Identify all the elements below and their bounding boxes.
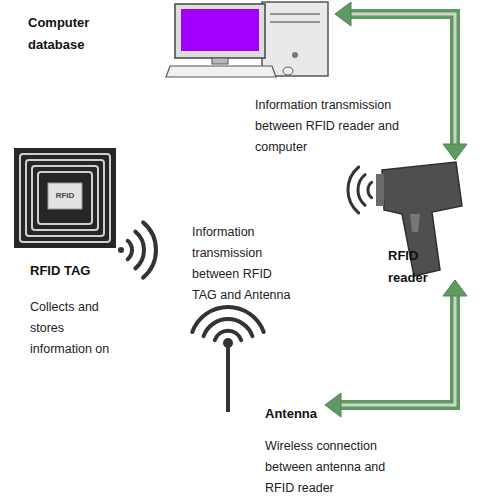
computer-illustration (166, 2, 328, 77)
wave-arc (143, 222, 156, 277)
diagram-node: AntennaWireless connection between anten… (180, 315, 325, 425)
edge-label: Information transmission between RFID re… (255, 95, 433, 158)
tag-signal-waves (118, 222, 156, 277)
tag-coil (20, 154, 110, 242)
diagram-node: RFID reader (340, 160, 470, 280)
wave-arc (358, 175, 365, 206)
antenna-tip (223, 338, 233, 348)
mouse (283, 67, 293, 75)
wave-arc (135, 232, 144, 269)
node-description: Wireless connection between antenna and … (265, 436, 415, 499)
tag-coil (32, 166, 98, 230)
wave-arc (348, 167, 359, 213)
monitor (175, 4, 265, 58)
tag-coil (38, 172, 92, 224)
wave-source (118, 247, 124, 253)
arrow-shaft (339, 294, 455, 405)
wave-arc (128, 241, 132, 259)
reader-trigger (410, 214, 420, 232)
antenna-pole (226, 345, 230, 412)
antenna-illustration (192, 307, 263, 412)
node-title: Antenna (265, 403, 335, 425)
wave-arc (192, 307, 263, 332)
rfid-tag-illustration (14, 148, 116, 248)
wave-arc (204, 319, 253, 336)
flow-arrow (335, 2, 467, 160)
node-title: RFID reader (388, 245, 448, 289)
arrow-head (325, 393, 341, 417)
diagram-node: Computer database (25, 0, 335, 80)
drive-slot (270, 21, 320, 23)
arrow-head (443, 280, 467, 296)
arrow-heads (325, 280, 467, 417)
node-description: Collects and stores information on (30, 297, 126, 360)
keyboard (166, 66, 276, 77)
arrow-head (443, 144, 467, 160)
reader-nozzle (376, 174, 384, 206)
annotation-text: Information transmission between RFID TA… (192, 222, 292, 306)
tag-body (14, 148, 116, 248)
monitor-stand (212, 58, 228, 64)
tag-chip (48, 183, 82, 209)
tag-coil (26, 160, 104, 236)
node-title: Computer database (28, 12, 108, 56)
diagram-node: RFID TAG Collects and stores information … (12, 145, 172, 360)
arrow-shaft-core (339, 294, 455, 405)
computer-tower (262, 2, 328, 76)
chip-label: RFID (48, 191, 82, 201)
flow-arrow (325, 280, 467, 417)
drive-slot (270, 13, 320, 15)
arrow-heads (335, 2, 467, 160)
wave-arc (215, 331, 241, 340)
antenna-waves (192, 307, 263, 340)
monitor-screen (181, 9, 259, 51)
arrow-head (335, 2, 351, 26)
reader-signal-waves (348, 167, 372, 213)
node-title: RFID TAG (30, 260, 160, 282)
wave-arc (368, 182, 372, 197)
power-button (292, 52, 298, 58)
